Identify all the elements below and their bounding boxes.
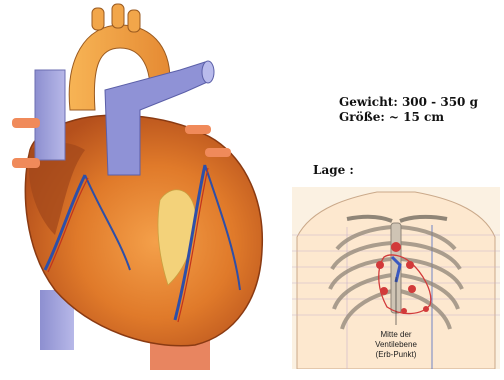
chest-label-line2: Ventilebene: [375, 340, 417, 349]
pulmonary-vein: [12, 158, 40, 168]
size-text: Größe: ~ 15 cm: [339, 110, 478, 125]
chest-diagram: Mitte der Ventilebene (Erb-Punkt): [292, 187, 500, 369]
weight-text: Gewicht: 300 - 350 g: [339, 95, 478, 110]
lage-label: Lage :: [313, 163, 354, 177]
heart-facts: Gewicht: 300 - 350 g Größe: ~ 15 cm: [339, 95, 478, 125]
pulmonary-artery-end: [202, 61, 214, 83]
pulmonary-vein-right: [185, 125, 211, 134]
chest-drawing: Mitte der Ventilebene (Erb-Punkt): [292, 187, 500, 369]
vena-cava-superior: [35, 70, 65, 160]
pulmonary-vein-right: [205, 148, 231, 157]
chest-label-line3: (Erb-Punkt): [376, 350, 417, 359]
aorta-branch: [128, 10, 140, 32]
chest-label-line1: Mitte der: [380, 330, 411, 339]
aorta-branch: [92, 8, 104, 30]
heart-drawing: [0, 0, 300, 375]
aorta-branch: [112, 4, 124, 28]
heart-illustration: [0, 0, 300, 375]
pulmonary-vein: [12, 118, 40, 128]
